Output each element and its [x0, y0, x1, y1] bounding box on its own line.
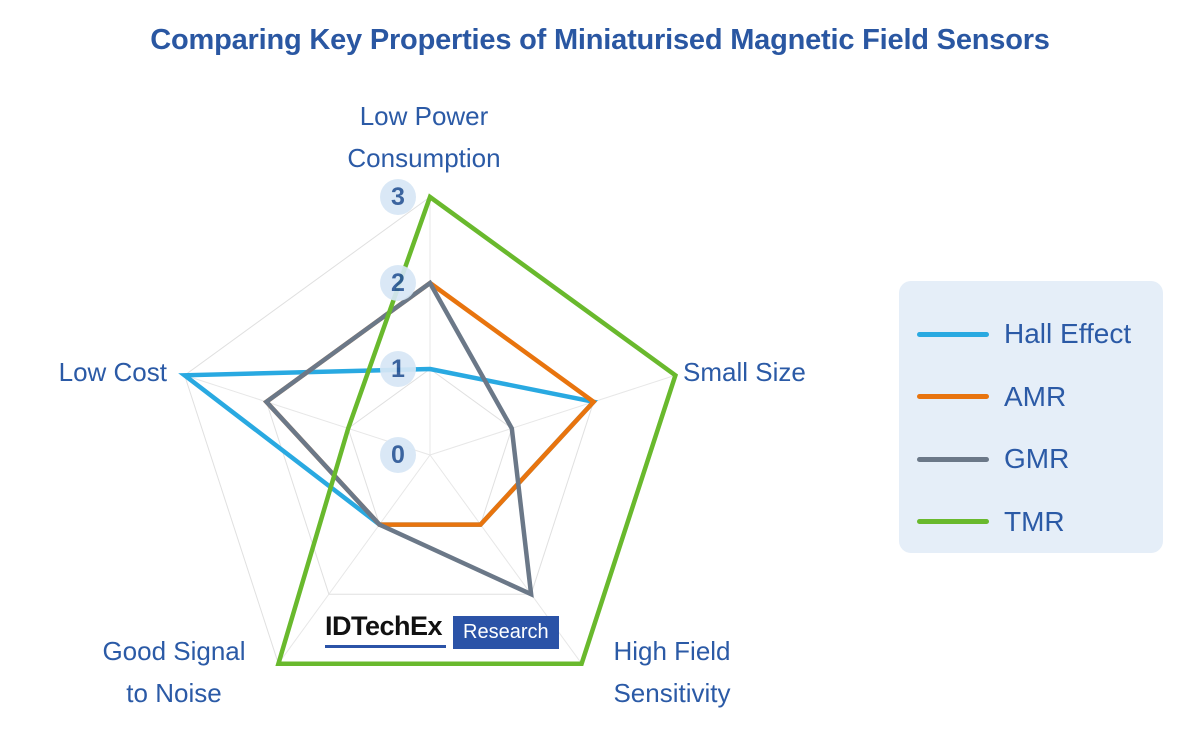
tick-label-0: 0 — [380, 437, 416, 473]
logo-brand-text: IDTechEx — [325, 611, 447, 648]
legend-item-amr: AMR — [917, 366, 1163, 429]
legend-swatch-hall-effect — [917, 331, 989, 337]
legend-swatch-amr — [917, 394, 989, 400]
legend-label: AMR — [1004, 380, 1067, 412]
axis-spoke — [429, 374, 676, 456]
tick-label-1: 1 — [380, 351, 416, 387]
series-polygon-tmr — [275, 193, 679, 666]
chart-title: Comparing Key Properties of Miniaturised… — [150, 24, 1050, 56]
logo-division-badge: Research — [453, 616, 559, 649]
series-polygon-gmr — [263, 279, 534, 598]
tick-label-3: 3 — [380, 179, 416, 215]
legend-item-gmr: GMR — [917, 428, 1163, 491]
axis-spoke — [277, 454, 431, 665]
axis-label-low-cost: Low Cost — [58, 357, 167, 387]
legend-item-tmr: TMR — [917, 491, 1163, 554]
tick-label-2: 2 — [380, 265, 416, 301]
legend-label: TMR — [1004, 505, 1065, 537]
legend-label: GMR — [1004, 443, 1070, 475]
legend-item-hall-effect: Hall Effect — [917, 303, 1163, 366]
legend-label: Hall Effect — [1004, 318, 1132, 350]
axis-label-small-size: Small Size — [683, 357, 806, 387]
idtechex-logo: IDTechEx Research — [325, 611, 559, 649]
legend-swatch-gmr — [917, 456, 989, 462]
legend-swatch-tmr — [917, 519, 989, 525]
